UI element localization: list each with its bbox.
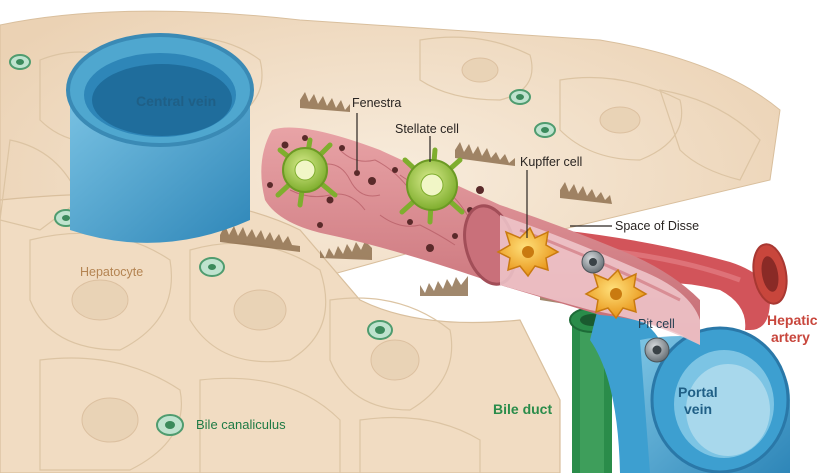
stellate-cell-label: Stellate cell: [395, 122, 459, 136]
hepatic-artery-label-line1: Hepatic: [767, 312, 818, 328]
central-vein: [68, 35, 252, 243]
bile-canaliculus-label: Bile canaliculus: [196, 417, 286, 432]
hepatocyte-label: Hepatocyte: [80, 265, 143, 279]
hepatic-artery-label-line2: artery: [771, 329, 810, 345]
portal-vein-label-line1: Portal: [678, 384, 718, 400]
bile-duct-label: Bile duct: [493, 401, 552, 417]
fenestra-label: Fenestra: [352, 96, 401, 110]
central-vein-label: Central vein: [136, 93, 216, 109]
portal-vein-label-line2: vein: [684, 401, 712, 417]
kupffer-cell-label: Kupffer cell: [520, 155, 582, 169]
pit-cell-label: Pit cell: [638, 317, 675, 331]
space-of-disse-label: Space of Disse: [615, 219, 699, 233]
